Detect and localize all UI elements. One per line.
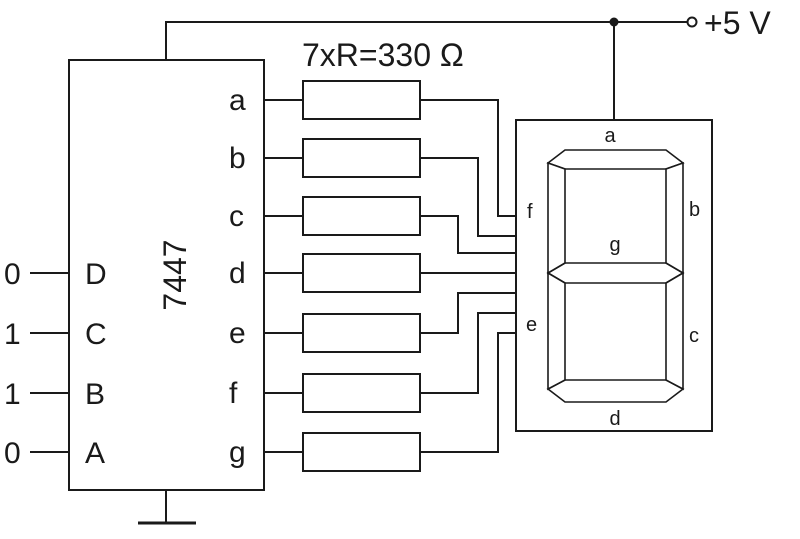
supply-label: +5 V	[704, 5, 771, 41]
segment-wire-g	[420, 332, 516, 453]
output-pin-g: g	[229, 436, 246, 469]
segment-c	[665, 271, 684, 391]
resistor-d	[302, 253, 421, 293]
segment-d-label: d	[609, 408, 620, 430]
resistor-e	[302, 313, 421, 353]
junction-dot	[609, 17, 619, 27]
input-value-b: 1	[4, 378, 21, 411]
segment-g-label: g	[609, 234, 620, 256]
output-pin-d: d	[229, 257, 246, 290]
segment-b	[665, 161, 684, 275]
segment-wire-e	[420, 292, 516, 334]
ic-7447: 7447	[68, 59, 265, 491]
output-pin-a: a	[229, 84, 246, 117]
input-pin-d: D	[85, 258, 107, 291]
input-pin-c: C	[85, 318, 107, 351]
output-pin-c: c	[229, 200, 244, 233]
output-pin-f: f	[229, 377, 238, 410]
resistor-label: 7xR=330 Ω	[302, 37, 464, 73]
segment-e-label: e	[526, 314, 537, 336]
segment-wire-f	[420, 312, 516, 394]
input-pin-a: A	[85, 437, 105, 470]
supply-terminal	[686, 16, 698, 28]
power-rail: +5 V	[165, 5, 771, 120]
resistor-a	[302, 80, 421, 120]
output-pin-b: b	[229, 142, 246, 175]
input-pin-b: B	[85, 378, 105, 411]
segment-d	[546, 379, 685, 403]
resistor-b	[302, 138, 421, 178]
seven-segment-display: a b c d e f g	[515, 119, 713, 432]
ic-body	[68, 59, 265, 491]
input-value-c: 1	[4, 318, 21, 351]
resistor-f	[302, 373, 421, 413]
segment-a-label: a	[604, 125, 616, 147]
segment-a	[546, 149, 685, 170]
ic-name: 7447	[157, 239, 193, 310]
segment-wire-c	[420, 215, 516, 254]
segment-f	[547, 161, 566, 275]
input-value-d: 0	[4, 258, 21, 291]
segment-c-label: c	[689, 325, 699, 347]
segment-f-label: f	[527, 201, 533, 223]
resistor-g	[302, 432, 421, 472]
segment-e	[547, 271, 566, 391]
segment-wire-b	[420, 157, 516, 237]
ground-symbol	[138, 490, 196, 525]
resistor-c	[302, 196, 421, 236]
output-pin-e: e	[229, 317, 246, 350]
segment-g	[546, 262, 685, 284]
segment-b-label: b	[689, 199, 700, 221]
segment-wire-a	[420, 99, 516, 217]
input-value-a: 0	[4, 437, 21, 470]
